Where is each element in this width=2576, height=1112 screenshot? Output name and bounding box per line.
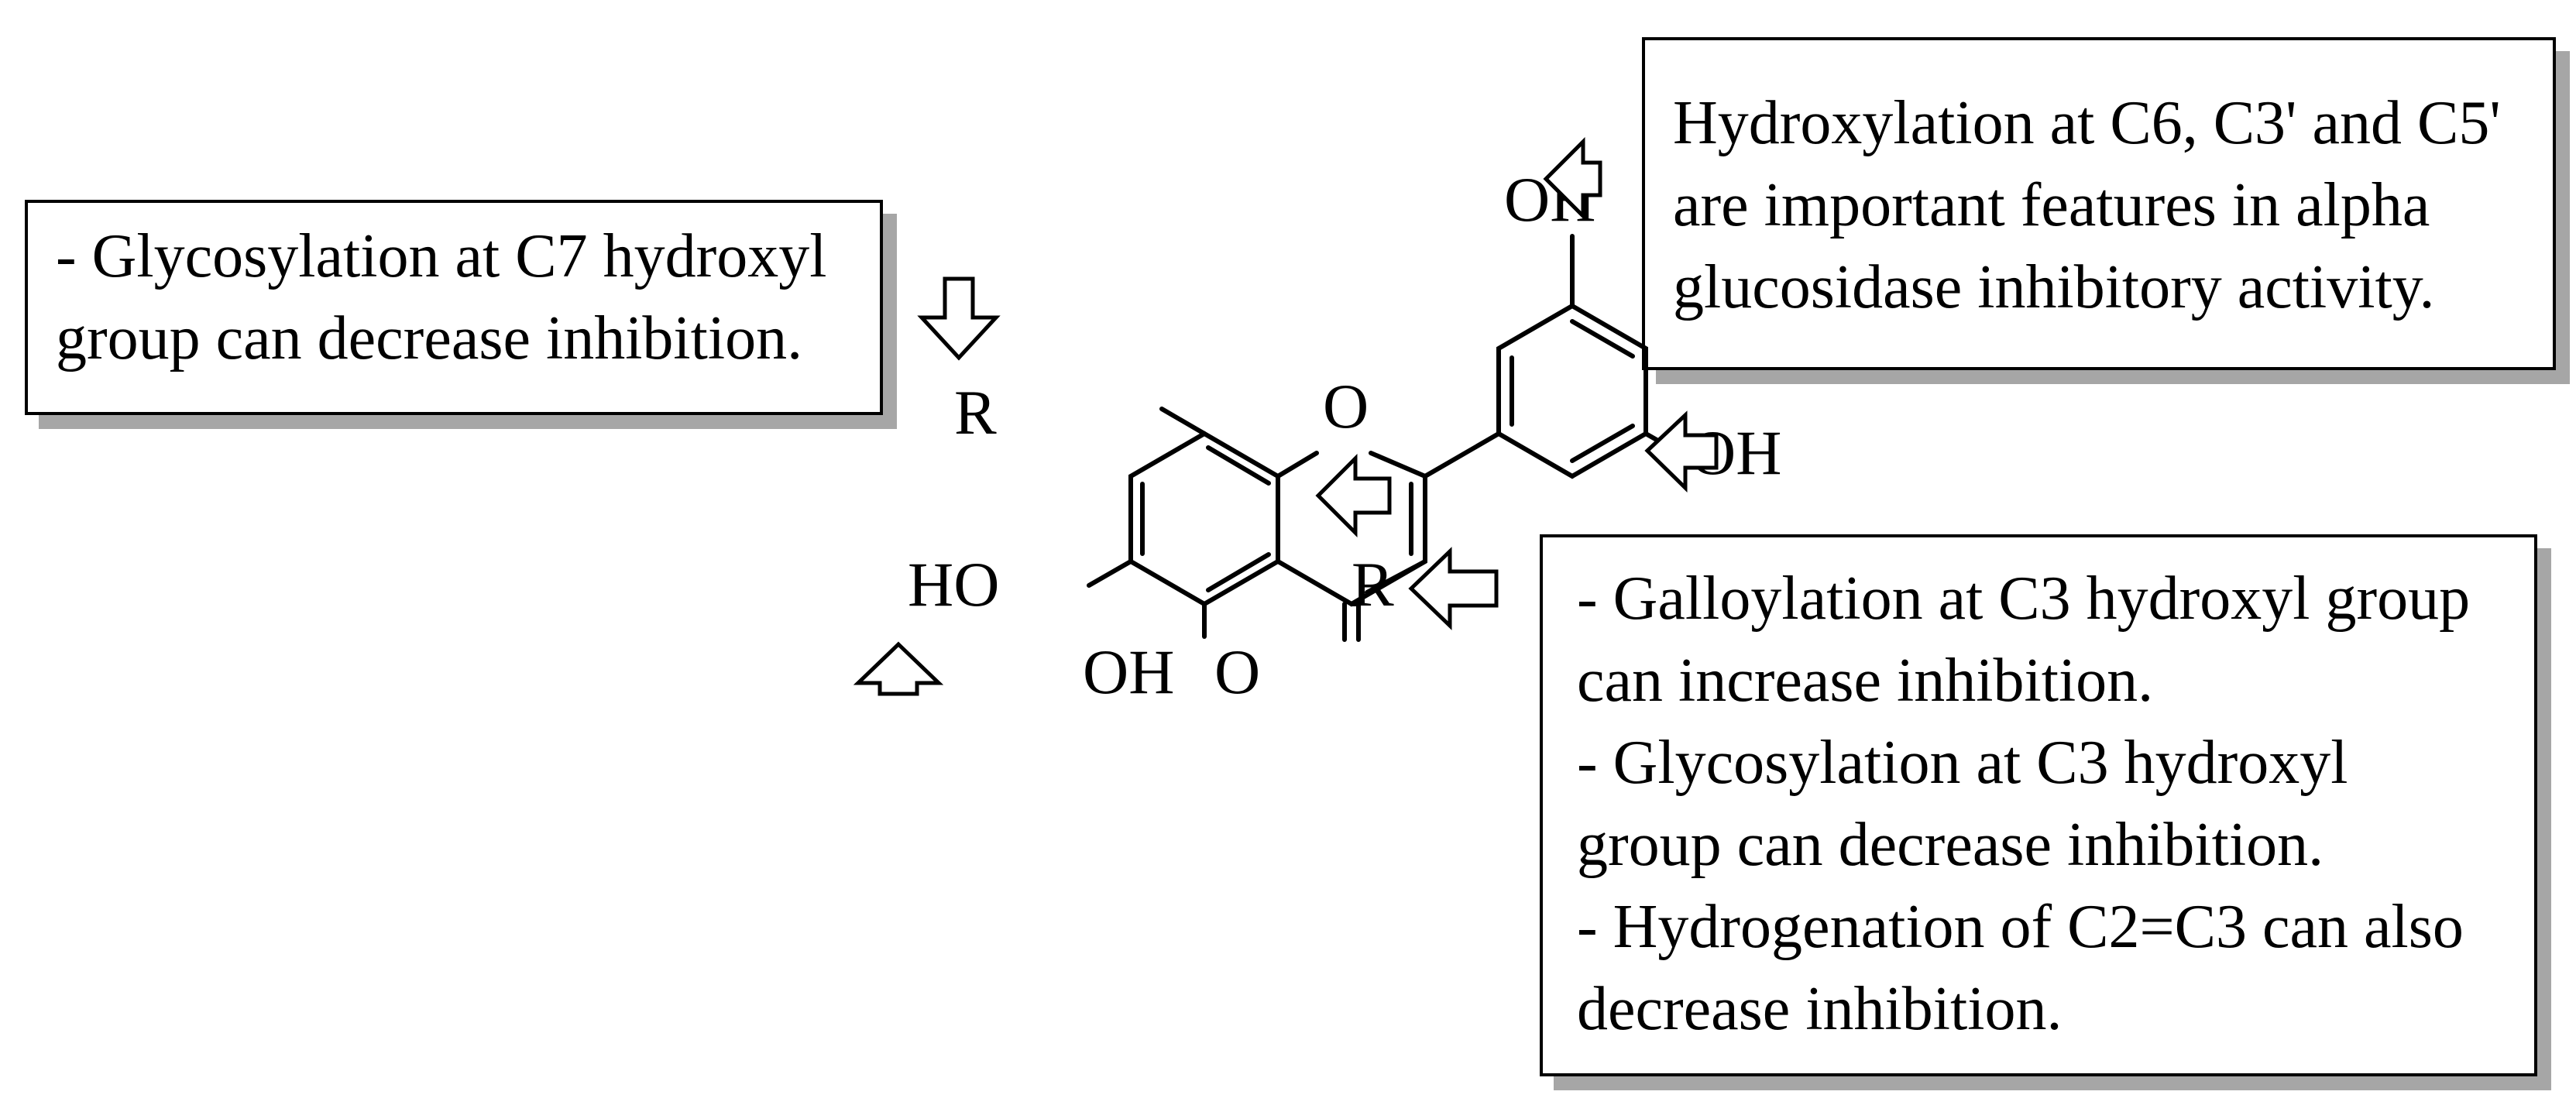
annotation-line: - Galloylation at C3 hydroxyl group <box>1577 565 2471 633</box>
annotation-b-ring-hydroxylation: Hydroxylation at C6, C3' and C5' are imp… <box>1642 37 2556 370</box>
r-group-label: R <box>954 377 997 448</box>
annotation-line: - Hydrogenation of C2=C3 can also <box>1577 893 2464 961</box>
annotation-line: decrease inhibition. <box>1577 975 2063 1043</box>
hollow-arrow-icon <box>1315 453 1392 538</box>
bond <box>1496 303 1648 479</box>
bond <box>1510 319 1635 463</box>
annotation-line: Hydroxylation at C6, C3' and C5' <box>1673 89 2501 157</box>
bond <box>1140 445 1271 592</box>
annotation-line: group can decrease inhibition. <box>1577 811 2324 879</box>
annotation-line: are important features in alpha <box>1673 171 2430 239</box>
bond <box>1423 431 1501 479</box>
annotation-line: - Glycosylation at C3 hydroxyl <box>1577 729 2348 797</box>
annotation-line: - Glycosylation at C7 hydroxyl <box>56 222 827 290</box>
hollow-arrow-icon <box>1408 547 1499 630</box>
annotation-c7-glycosylation: - Glycosylation at C7 hydroxyl group can… <box>25 200 883 415</box>
oh-label: OH <box>1083 637 1174 707</box>
hollow-arrow-icon <box>1543 136 1602 221</box>
carbonyl-oxygen-label: O <box>1214 637 1260 707</box>
ho-label: HO <box>908 549 999 619</box>
bond <box>1087 559 1133 588</box>
ring-oxygen-label: O <box>1323 371 1369 441</box>
bond <box>1349 559 1427 606</box>
r-group-label: R <box>1352 549 1394 619</box>
annotation-line: can increase inhibition. <box>1577 647 2154 715</box>
annotation-line: group can decrease inhibition. <box>56 304 803 372</box>
annotation-c3-modifications: - Galloylation at C3 hydroxyl group can … <box>1540 534 2537 1076</box>
bond <box>1128 431 1280 607</box>
bond <box>1342 602 1361 642</box>
annotation-line: glucosidase inhibitory activity. <box>1673 253 2435 321</box>
hollow-arrow-icon <box>917 276 1001 361</box>
bond <box>1159 407 1207 436</box>
hollow-arrow-icon <box>853 641 944 696</box>
hollow-arrow-icon <box>1644 410 1719 493</box>
